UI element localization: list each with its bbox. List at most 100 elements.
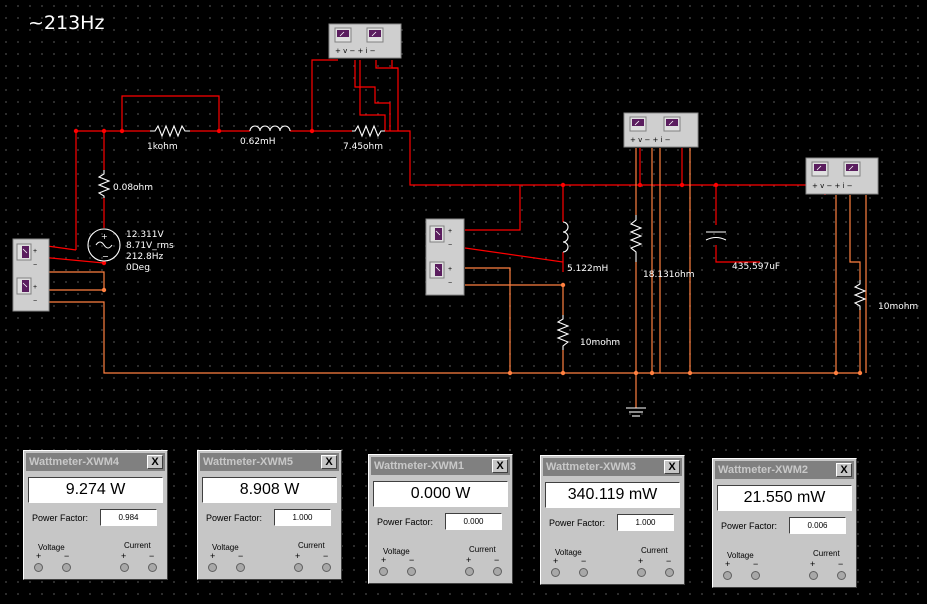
current-plus-terminal[interactable] [120,563,129,572]
voltage-plus-sign: + [210,551,216,561]
frequency-title: ~213Hz [28,12,105,34]
voltage-minus-sign: − [64,551,70,561]
label-r-source: 0.08ohm [113,183,154,193]
voltage-minus-sign: − [409,555,415,565]
voltage-label: Voltage [38,543,65,552]
label-source-freq: 212.8Hz [126,252,164,262]
panel-title-bar[interactable]: Wattmeter-XWM3 X [543,458,682,476]
svg-text:−: − [33,262,37,269]
svg-text:−: − [448,280,452,287]
power-factor-label: Power Factor: [721,521,778,531]
power-factor-label: Power Factor: [377,517,434,527]
current-minus-terminal[interactable] [148,563,157,572]
close-button[interactable]: X [147,455,163,469]
voltage-minus-terminal[interactable] [236,563,245,572]
current-minus-terminal[interactable] [493,567,502,576]
svg-text:+ v − + i −: + v − + i − [812,182,853,190]
svg-text:+: + [33,284,37,291]
wattmeter-symbol-xwm2: + v − + i − [805,157,879,195]
voltage-label: Voltage [383,547,410,556]
current-plus-terminal[interactable] [637,568,646,577]
panel-title: Wattmeter-XWM1 [374,460,465,472]
label-cap: 435.597uF [732,262,781,272]
current-minus-sign: − [494,555,500,565]
voltage-minus-sign: − [581,556,587,566]
wattmeter-symbol-xwm1: + − + − [425,218,465,296]
panel-title-bar[interactable]: Wattmeter-XWM4 X [26,453,165,471]
current-minus-sign: − [149,551,155,561]
voltage-minus-sign: − [753,559,759,569]
svg-text:−: − [102,252,109,261]
panel-title: Wattmeter-XWM2 [718,464,809,476]
current-label: Current [469,545,496,554]
power-reading: 9.274 W [28,477,163,503]
voltage-plus-terminal[interactable] [723,571,732,580]
current-plus-terminal[interactable] [294,563,303,572]
label-source-rms: 8.71V_rms [126,241,174,251]
orange-wires [40,148,867,408]
current-minus-sign: − [666,556,672,566]
label-r-shunt1: 10mohm [580,338,621,348]
svg-text:−: − [33,298,37,305]
label-r1: 1kohm [147,142,178,152]
svg-text:+: + [448,266,452,273]
panel-title: Wattmeter-XWM3 [546,461,637,473]
voltage-plus-terminal[interactable] [208,563,217,572]
voltage-minus-terminal[interactable] [62,563,71,572]
label-r2: 7.45ohm [343,142,384,152]
panel-title-bar[interactable]: Wattmeter-XWM2 X [715,461,854,479]
current-label: Current [124,541,151,550]
panel-title-bar[interactable]: Wattmeter-XWM5 X [200,453,339,471]
voltage-plus-sign: + [553,556,559,566]
power-factor-value: 0.006 [789,517,846,534]
close-button[interactable]: X [664,460,680,474]
wattmeter-panel-xwm2[interactable]: Wattmeter-XWM2 X 21.550 mW Power Factor: 0… [712,458,857,588]
power-reading: 21.550 mW [717,485,852,511]
svg-text:+ v − + i −: + v − + i − [630,136,671,144]
components [87,124,867,417]
voltage-minus-terminal[interactable] [407,567,416,576]
voltage-minus-terminal[interactable] [751,571,760,580]
label-source-phase: 0Deg [126,263,150,273]
panel-title: Wattmeter-XWM5 [203,456,294,468]
voltage-plus-terminal[interactable] [551,568,560,577]
svg-text:+: + [448,228,452,235]
voltage-plus-terminal[interactable] [34,563,43,572]
current-minus-terminal[interactable] [665,568,674,577]
label-l1: 0.62mH [240,137,276,147]
label-r-shunt2: 10mohm [878,302,919,312]
current-plus-sign: + [638,556,644,566]
voltage-plus-terminal[interactable] [379,567,388,576]
svg-text:+ v − + i −: + v − + i − [335,47,376,55]
wattmeter-symbol-xwm5: + v − + i − [328,23,402,59]
power-reading: 0.000 W [373,481,508,507]
power-factor-value: 0.984 [100,509,157,526]
current-plus-sign: + [121,551,127,561]
panel-title-bar[interactable]: Wattmeter-XWM1 X [371,457,510,475]
current-minus-terminal[interactable] [322,563,331,572]
current-minus-terminal[interactable] [837,571,846,580]
close-button[interactable]: X [836,463,852,477]
voltage-plus-sign: + [36,551,42,561]
current-plus-terminal[interactable] [465,567,474,576]
voltage-plus-sign: + [725,559,731,569]
current-plus-terminal[interactable] [809,571,818,580]
power-factor-label: Power Factor: [206,513,263,523]
source-polarity: + − [101,232,109,261]
current-plus-sign: + [810,559,816,569]
current-minus-sign: − [838,559,844,569]
close-button[interactable]: X [492,459,508,473]
close-button[interactable]: X [321,455,337,469]
current-label: Current [641,546,668,555]
wattmeter-symbol-xwm4: + − + − [12,238,50,312]
current-minus-sign: − [323,551,329,561]
panel-title: Wattmeter-XWM4 [29,456,120,468]
voltage-minus-terminal[interactable] [579,568,588,577]
voltage-label: Voltage [727,551,754,560]
label-l2: 5.122mH [567,264,609,274]
